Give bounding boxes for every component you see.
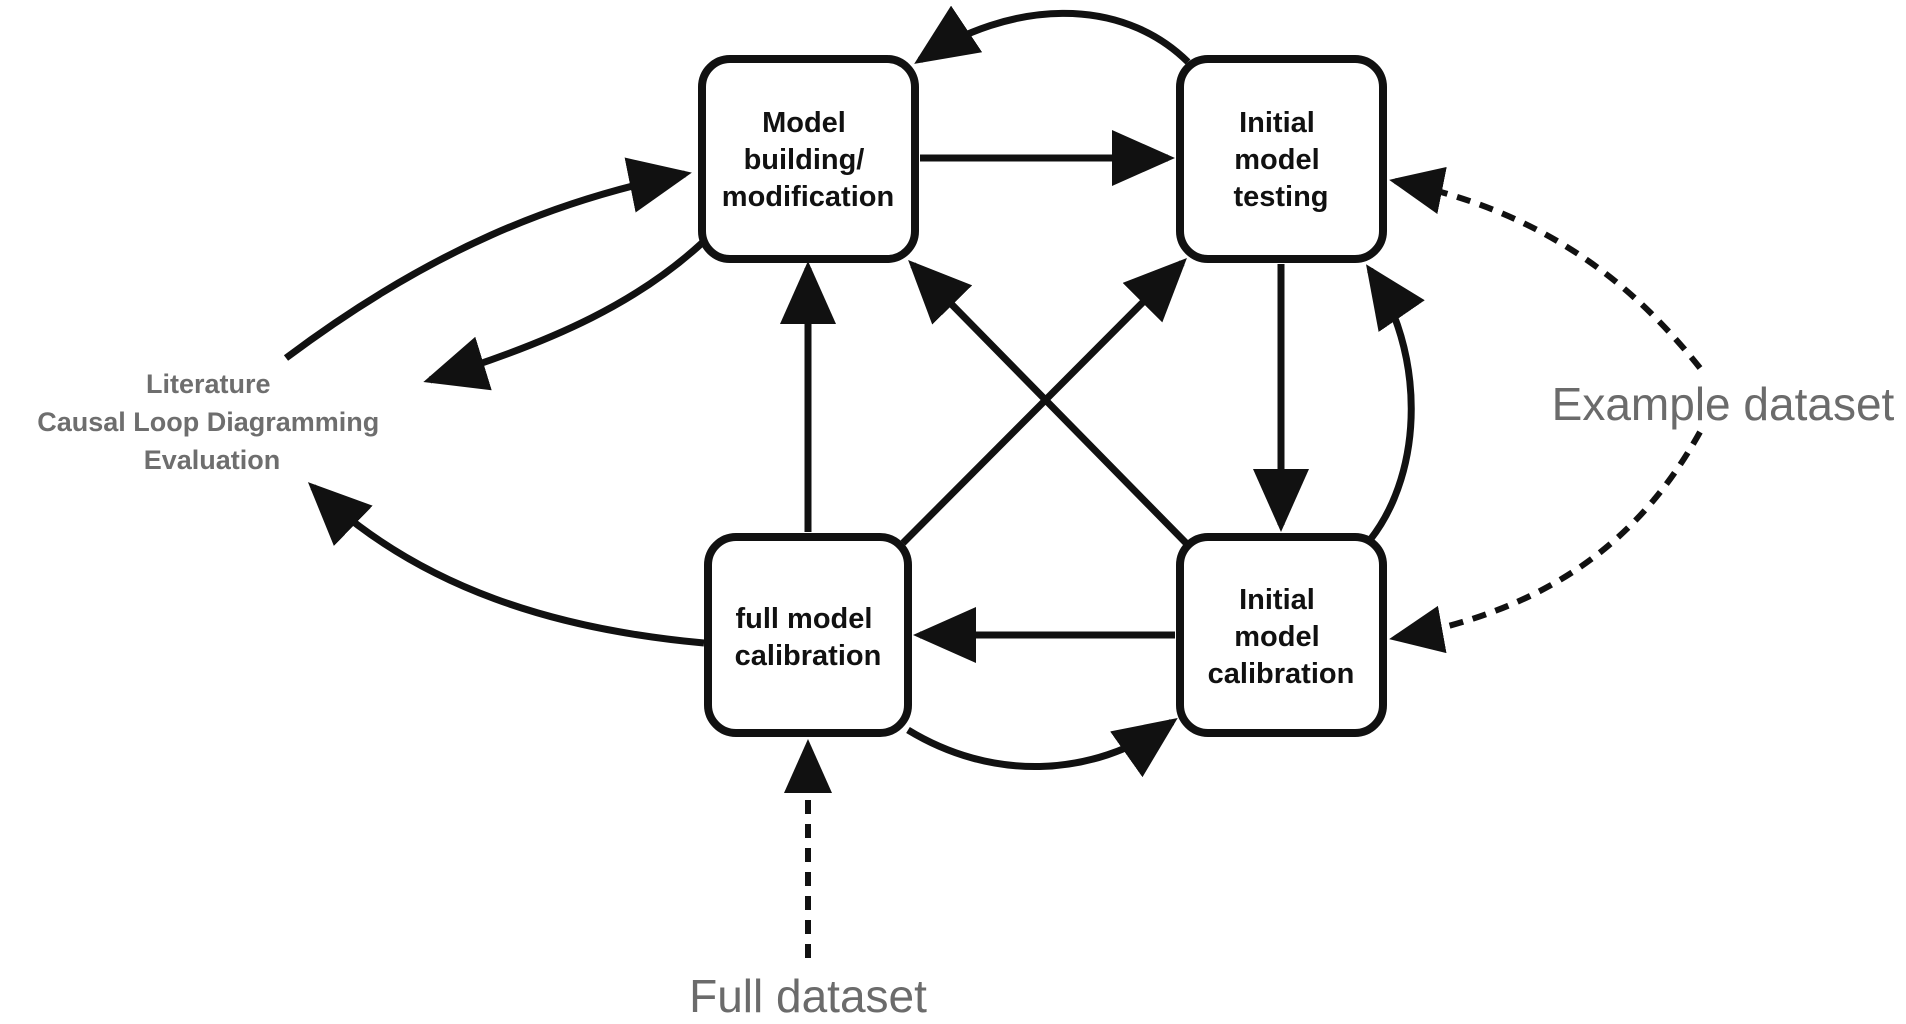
node-initial-calibration-label: Initial model calibration [1208,584,1355,690]
arrow-testing-to-building-arc [914,5,1191,65]
arrow-full-calibration-to-initial-calibration-arc [906,717,1178,778]
node-model-building-line-1: Model [762,107,846,139]
example-dataset-label: Example dataset [1552,378,1895,430]
node-model-building [698,55,919,263]
node-initial-calibration-line-1: Initial [1239,584,1315,616]
arrow-example-dataset-to-initial-calibration [1389,430,1703,654]
literature-line-1: Literature [146,369,271,399]
node-full-calibration-line-2: calibration [735,640,882,672]
arrow-example-dataset-to-testing [1389,166,1703,370]
arrow-initial-calibration-to-testing-arc [1366,264,1425,543]
node-initial-testing-label: Initial model testing [1233,107,1328,213]
node-full-calibration-line-1: full model [735,603,872,635]
node-initial-testing [1176,55,1387,263]
node-model-building-line-3: modification [722,181,894,213]
node-initial-testing-line-3: testing [1233,181,1328,213]
node-initial-calibration [1176,533,1387,737]
node-full-calibration [704,533,912,737]
arrow-full-calibration-to-testing [900,258,1187,546]
arrow-full-calibration-to-literature [307,482,705,647]
literature-label: Literature Causal Loop Diagramming Evalu… [37,369,387,475]
node-model-building-line-2: building/ [744,144,865,176]
node-initial-calibration-line-2: model [1234,621,1319,653]
node-initial-testing-line-2: model [1234,144,1319,176]
literature-line-2: Causal Loop Diagramming [37,407,379,437]
node-initial-testing-line-1: Initial [1239,107,1315,139]
arrow-initial-calibration-to-building [908,260,1189,546]
arrow-literature-to-building [283,157,692,361]
literature-line-3: Evaluation [144,445,281,475]
node-model-building-label: Model building/ modification [722,107,894,213]
full-dataset-label: Full dataset [689,970,927,1022]
node-full-calibration-label: full model calibration [735,603,882,672]
node-initial-calibration-line-3: calibration [1208,658,1355,690]
arrow-building-to-literature [423,240,705,391]
